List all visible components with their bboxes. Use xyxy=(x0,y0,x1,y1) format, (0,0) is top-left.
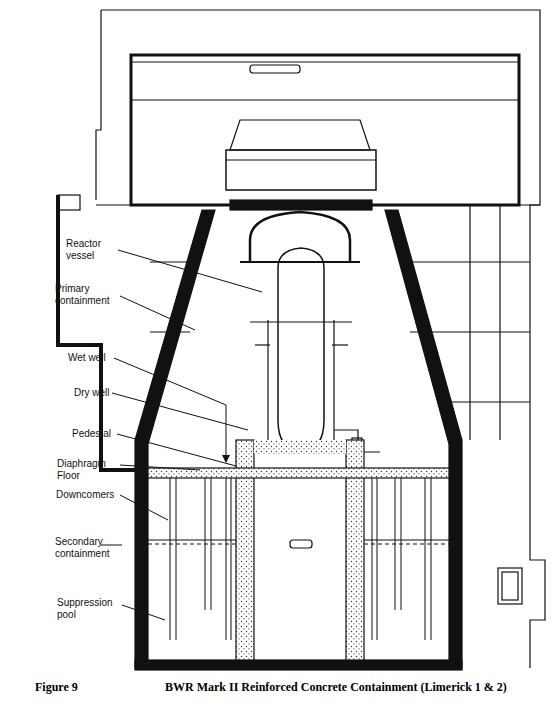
dry-well-label: Dry well xyxy=(74,387,138,399)
downcomers-label: Downcomers xyxy=(56,489,120,501)
pedestal-label: Pedestal xyxy=(72,428,136,440)
figure-number: Figure 9 xyxy=(35,680,78,695)
diaphragm-floor-label: Diaphragm Floor xyxy=(57,458,121,482)
primary-containment-label: Primary containment xyxy=(55,283,119,307)
reactor-vessel-label: Reactor vessel xyxy=(66,238,130,262)
wet-well-label: Wet well xyxy=(68,352,132,364)
suppression-pool-label: Suppression pool xyxy=(57,597,121,621)
secondary-containment-label: Secondary containment xyxy=(55,536,119,560)
figure-caption: BWR Mark II Reinforced Concrete Containm… xyxy=(165,680,507,695)
